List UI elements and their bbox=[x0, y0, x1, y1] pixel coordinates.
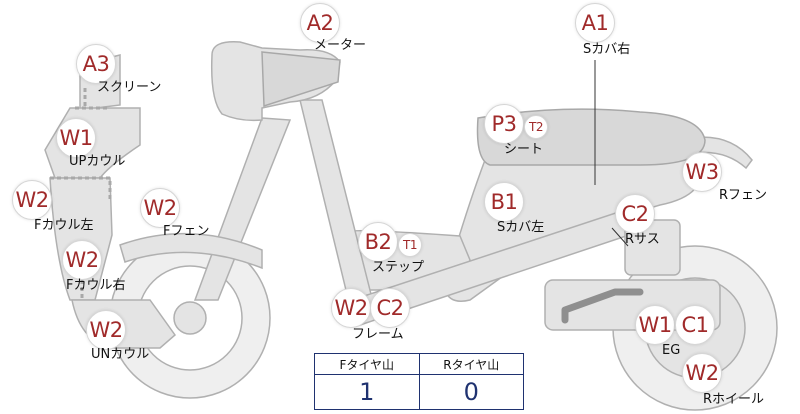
part-badge-w2-uncowl[interactable]: W2 bbox=[86, 310, 126, 350]
part-badge-w2-frame[interactable]: W2 bbox=[331, 288, 371, 328]
part-label-s-cover-left: Sカバ左 bbox=[497, 220, 545, 235]
part-badge-w2-rwheel[interactable]: W2 bbox=[682, 353, 722, 393]
part-badge-c2-frame[interactable]: C2 bbox=[370, 288, 410, 328]
part-label-seat: シート bbox=[504, 142, 544, 157]
front-tire-tread-header: Fタイヤ山 bbox=[314, 353, 420, 375]
front-fender-shape bbox=[119, 232, 263, 270]
part-badge-p3[interactable]: P3 bbox=[484, 104, 524, 144]
part-label-rear-wheel: Rホイール bbox=[703, 392, 765, 407]
part-label-engine: EG bbox=[662, 343, 681, 358]
part-label-under-cowl: UNカウル bbox=[91, 347, 150, 362]
part-badge-w2-fcowl-left[interactable]: W2 bbox=[12, 180, 52, 220]
part-label-front-cowl-left: Fカウル左 bbox=[34, 218, 94, 233]
part-label-screen: スクリーン bbox=[97, 80, 162, 95]
part-label-front-cowl-right: Fカウル右 bbox=[66, 278, 126, 293]
part-badge-t1[interactable]: T1 bbox=[398, 233, 422, 257]
part-badge-t2[interactable]: T2 bbox=[524, 115, 548, 139]
tire-tread-table: Fタイヤ山 Rタイヤ山 1 0 bbox=[314, 353, 524, 410]
rear-tire-tread-header: Rタイヤ山 bbox=[418, 353, 524, 375]
part-badge-a2[interactable]: A2 bbox=[300, 3, 340, 43]
part-badge-c2-rsus[interactable]: C2 bbox=[615, 194, 655, 234]
part-badge-w3[interactable]: W3 bbox=[682, 152, 722, 192]
part-badge-w2-fcowl-right[interactable]: W2 bbox=[62, 240, 102, 280]
part-badge-w1-up[interactable]: W1 bbox=[56, 118, 96, 158]
part-label-meter: メーター bbox=[314, 38, 367, 53]
part-badge-a3[interactable]: A3 bbox=[76, 44, 116, 84]
part-badge-b1[interactable]: B1 bbox=[484, 182, 524, 222]
exhaust-pipe-shape bbox=[561, 288, 644, 324]
part-label-front-fender: Fフェン bbox=[163, 224, 210, 239]
part-label-rear-suspension: Rサス bbox=[625, 232, 660, 247]
part-label-s-cover-right: Sカバ右 bbox=[583, 42, 631, 57]
part-badge-w1-eg[interactable]: W1 bbox=[635, 305, 675, 345]
part-badge-w2-ffender[interactable]: W2 bbox=[140, 188, 180, 228]
rear-tire-tread-value[interactable]: 0 bbox=[418, 374, 524, 410]
leader-line bbox=[611, 227, 629, 247]
front-tire-tread-value[interactable]: 1 bbox=[314, 374, 420, 410]
part-badge-a1[interactable]: A1 bbox=[575, 3, 615, 43]
part-label-step: ステップ bbox=[372, 260, 425, 275]
part-label-rear-fender: Rフェン bbox=[719, 188, 768, 203]
part-badge-c1-eg[interactable]: C1 bbox=[675, 305, 715, 345]
part-badge-b2[interactable]: B2 bbox=[358, 222, 398, 262]
part-label-frame: フレーム bbox=[352, 327, 404, 342]
part-label-up-cowl: UPカウル bbox=[69, 154, 126, 169]
meter-shape bbox=[261, 51, 341, 108]
